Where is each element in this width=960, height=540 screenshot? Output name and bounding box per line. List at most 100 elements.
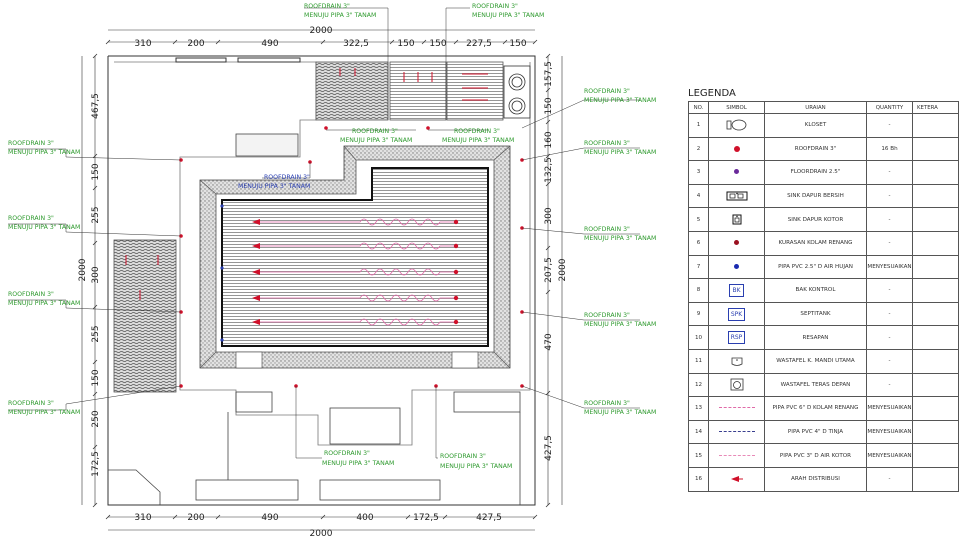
- arrow-icon: [730, 476, 743, 483]
- dimension-labels-top: 310 200 490 322,5 150 150 227,5 150 2000: [134, 26, 526, 49]
- legend-keterangan: [912, 230, 959, 256]
- legend-symbol-cell: [708, 348, 765, 374]
- legend-keterangan: [912, 466, 959, 492]
- svg-text:MENUJU PIPA 3" TANAM: MENUJU PIPA 3" TANAM: [584, 149, 656, 156]
- legend-quantity: MENYESUAIKAN: [866, 396, 913, 421]
- legend-symbol-cell: BK: [708, 278, 765, 303]
- legend-no: 14: [688, 419, 709, 445]
- svg-text:MENUJU PIPA 3" TANAM: MENUJU PIPA 3" TANAM: [442, 137, 514, 144]
- legend-keterangan: [912, 396, 959, 421]
- legend-title: LEGENDA: [688, 88, 736, 99]
- svg-text:MENUJU PIPA 3" TANAM: MENUJU PIPA 3" TANAM: [8, 300, 80, 307]
- legend-uraian: PIPA PVC 3" D AIR KOTOR: [764, 443, 867, 468]
- legend-keterangan: [912, 207, 959, 232]
- legend-no: 9: [688, 301, 709, 327]
- dim-bottom-3: 490: [261, 513, 278, 523]
- shower-area: [446, 61, 504, 121]
- legend-row: 8 BK BAK KONTROL -: [688, 278, 959, 303]
- dim-right-2: 150: [544, 97, 554, 114]
- legend-keterangan: [912, 113, 959, 138]
- dim-right-1: 157,5: [544, 61, 554, 87]
- svg-text:ROOFDRAIN 3": ROOFDRAIN 3": [8, 215, 54, 222]
- legend-uraian: ROOFDRAIN 3": [764, 136, 867, 162]
- pink-dashed-line: [718, 407, 755, 409]
- legend-quantity: -: [866, 466, 913, 492]
- wastafel-round-icon: [730, 378, 743, 391]
- legend-keterangan: [912, 443, 959, 468]
- svg-text:ROOFDRAIN 3": ROOFDRAIN 3": [472, 3, 518, 10]
- callout-roofdrain-inner-1: ROOFDRAIN 3" MENUJU PIPA 3" TANAM: [340, 128, 412, 144]
- legend-quantity: -: [866, 183, 913, 209]
- legend-keterangan: [912, 301, 959, 327]
- svg-text:MENUJU PIPA 3" TANAM: MENUJU PIPA 3" TANAM: [584, 321, 656, 328]
- dim-right-total: 2000: [558, 258, 568, 281]
- terrace-outline: [108, 391, 521, 505]
- legend-symbol-cell: [708, 466, 765, 492]
- dim-right-5: 300: [544, 207, 554, 224]
- roofdrain-points: [179, 126, 524, 388]
- legend-keterangan: [912, 136, 959, 162]
- legend-uraian: KLOSET: [764, 113, 867, 138]
- callout-leaders: [8, 7, 640, 459]
- legend-row: 9 SPK SEPTITANK -: [688, 301, 959, 327]
- legend-quantity: MENYESUAIKAN: [866, 419, 913, 445]
- legend-symbol-cell: SPK: [708, 301, 765, 327]
- legend-row: 13 PIPA PVC 6" D KOLAM RENANG MENYESUAIK…: [688, 396, 959, 421]
- svg-text:ROOFDRAIN 3": ROOFDRAIN 3": [8, 291, 54, 298]
- site-outline: [107, 55, 536, 506]
- roof-bottom-panel-right: [451, 351, 479, 369]
- svg-text:ROOFDRAIN 3": ROOFDRAIN 3": [8, 400, 54, 407]
- legend-row: 3 FLOORDRAIN 2.5" -: [688, 160, 959, 185]
- legend-row: 10 RSP RESAPAN -: [688, 325, 959, 350]
- legend-row: 4 SINK DAPUR BERSIH -: [688, 183, 959, 209]
- purple-dot-icon: [734, 169, 739, 175]
- dim-left-6: 150: [91, 369, 101, 386]
- distribution-arrows: [252, 219, 260, 325]
- rainwater-pipe-points: [220, 204, 224, 342]
- legend-keterangan: [912, 348, 959, 374]
- dimension-ticks: [92, 39, 551, 520]
- legend-quantity: MENYESUAIKAN: [866, 254, 913, 280]
- legend-uraian: WASTAFEL TERAS DEPAN: [764, 372, 867, 398]
- legend-header-simbol: SIMBOL: [708, 101, 765, 114]
- legend-quantity: -: [866, 301, 913, 327]
- dim-bottom-6: 427,5: [476, 513, 502, 523]
- legend-uraian: PIPA PVC 6" D KOLAM RENANG: [764, 396, 867, 421]
- svg-text:ROOFDRAIN 3": ROOFDRAIN 3": [352, 128, 398, 135]
- callout-roofdrain-top-1: ROOFDRAIN 3" MENUJU PIPA 3" TANAM: [304, 3, 376, 19]
- svg-text:ROOFDRAIN 3": ROOFDRAIN 3": [584, 88, 630, 95]
- sink-double-icon: [726, 191, 747, 201]
- svg-text:ROOFDRAIN 3": ROOFDRAIN 3": [440, 453, 486, 460]
- legend-row: 2 ROOFDRAIN 3" 16 Bh: [688, 136, 959, 162]
- dim-top-3: 490: [261, 39, 278, 49]
- legend-header-row: NO. SIMBOL URAIAN QUANTITY KETERA: [688, 101, 959, 114]
- toilet-fixtures: [503, 65, 531, 119]
- legend-no: 6: [688, 230, 709, 256]
- callout-roofdrain-right-1: ROOFDRAIN 3" MENUJU PIPA 3" TANAM: [584, 88, 656, 104]
- legend-symbol-cell: RSP: [708, 325, 765, 350]
- kloset-icon: [726, 119, 746, 131]
- dim-right-8: 427,5: [544, 435, 554, 461]
- dim-left-2: 150: [91, 163, 101, 180]
- callout-roofdrain-bottom-2: ROOFDRAIN 3" MENUJU PIPA 3" TANAM: [440, 453, 512, 470]
- legend-no: 4: [688, 183, 709, 209]
- legend-uraian: PIPA PVC 2.5" D AIR HUJAN: [764, 254, 867, 280]
- legend-row: 7 PIPA PVC 2.5" D AIR HUJAN MENYESUAIKAN: [688, 254, 959, 280]
- legend-no: 1: [688, 113, 709, 138]
- resapan-symbol: RSP: [727, 331, 746, 345]
- legend-uraian: WASTAFEL K. MANDI UTAMA: [764, 348, 867, 374]
- legend-symbol-cell: [708, 372, 765, 398]
- legend-quantity: -: [866, 372, 913, 398]
- legend-symbol-cell: [708, 160, 765, 185]
- svg-text:MENUJU PIPA 3" TANAM: MENUJU PIPA 3" TANAM: [440, 463, 512, 470]
- legend-quantity: -: [866, 113, 913, 138]
- svg-text:MENUJU PIPA 3" TANAM: MENUJU PIPA 3" TANAM: [322, 460, 394, 467]
- svg-text:MENUJU PIPA 3" TANAM: MENUJU PIPA 3" TANAM: [472, 12, 544, 19]
- dimension-labels-left: 467,5 150 255 300 255 150 250 172,5 2000: [78, 93, 101, 477]
- svg-text:ROOFDRAIN 3": ROOFDRAIN 3": [8, 140, 54, 147]
- legend-header-no: NO.: [688, 101, 709, 114]
- legend-no: 16: [688, 466, 709, 492]
- legend-uraian: SEPTITANK: [764, 301, 867, 327]
- legend-no: 13: [688, 396, 709, 421]
